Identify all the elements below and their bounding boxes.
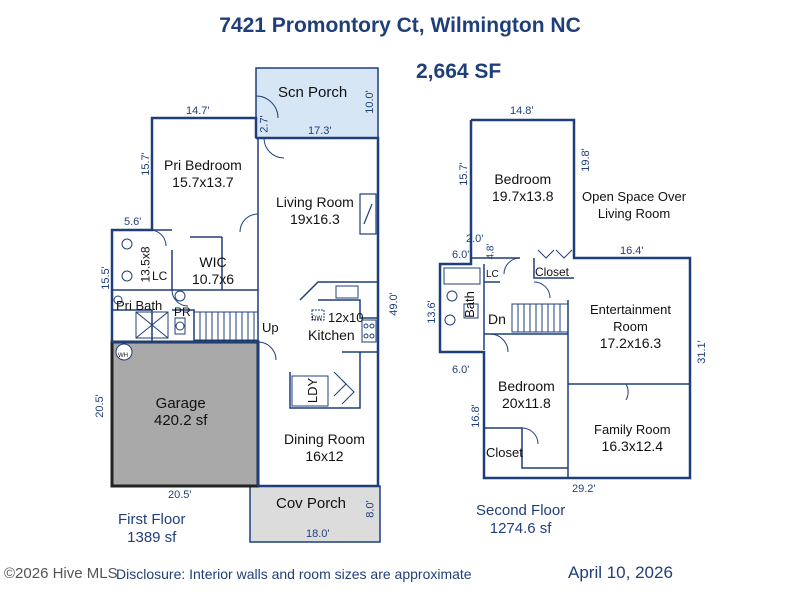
bedroom-1-label: Bedroom 19.7x13.8	[492, 171, 554, 205]
water-heater-circle	[115, 343, 133, 361]
closet-2-label: Closet	[486, 445, 523, 460]
living-room-name: Living Room	[276, 194, 354, 210]
dim-19-8: 19.8'	[579, 148, 592, 172]
primary-bedroom-name: Pri Bedroom	[164, 157, 242, 173]
dim-18-0: 18.0'	[306, 528, 330, 540]
garage-label: Garage 420.2 sf	[154, 395, 207, 429]
dim-13-6: 13.6'	[425, 300, 438, 324]
garage-name: Garage	[155, 395, 206, 412]
walk-in-closet-label: WIC 10.7x6	[192, 254, 234, 288]
stairs-down-label: Dn	[488, 311, 506, 327]
bedroom-2-size: 20x11.8	[502, 395, 551, 411]
walk-in-closet-size: 10.7x6	[192, 271, 235, 287]
dim-49-0: 49.0'	[387, 292, 400, 316]
dim-10-0: 10.0'	[363, 90, 376, 114]
bedroom-1-size: 19.7x13.8	[492, 188, 554, 204]
plan-date: April 10, 2026	[568, 563, 673, 582]
bath-2-label: Bath	[461, 291, 477, 318]
open-space-line-1: Open Space Over	[582, 189, 687, 204]
first-floor-doors	[149, 95, 285, 361]
second-floor-name: Second Floor	[476, 502, 566, 519]
laundry-label: LDY	[305, 377, 321, 404]
dining-room-label: Dining Room 16x12	[284, 431, 365, 465]
dim-15-5: 15.5'	[99, 266, 112, 290]
dim-6-0-lower: 6.0'	[452, 364, 470, 376]
dim-20-5-vertical: 20.5'	[93, 394, 106, 418]
pri-bath-fixtures	[113, 238, 186, 339]
entertainment-room-label: Entertainment Room 17.2x16.3	[590, 301, 671, 352]
dim-15-7-first: 15.7'	[139, 152, 152, 176]
dining-room-name: Dining Room	[284, 431, 365, 447]
first-floor-stairs	[193, 311, 259, 341]
dining-room-size: 16x12	[305, 448, 344, 464]
second-floor-caption: Second Floor 1274.6 sf	[476, 502, 565, 538]
covered-porch-fill	[249, 485, 381, 543]
water-heater-label: WH	[118, 353, 128, 359]
bedroom-2-name: Bedroom	[498, 378, 555, 394]
first-floor-caption: First Floor 1389 sf	[118, 511, 186, 547]
fireplace	[359, 193, 377, 235]
dim-5-6: 5.6'	[124, 216, 142, 228]
kitchen-fixtures	[311, 285, 377, 343]
laundry-fixtures	[291, 371, 355, 407]
second-floor-stairs	[511, 303, 569, 333]
powder-room-label: PR	[174, 305, 191, 319]
listing-address: 7421 Promontory Ct, Wilmington NC	[219, 14, 581, 37]
dim-2-7: 2.7'	[258, 115, 271, 133]
first-floor-area: 1389 sf	[127, 529, 177, 546]
primary-bedroom-label: Pri Bedroom 15.7x13.7	[164, 157, 242, 191]
linen-closet-label: LC	[152, 269, 168, 283]
living-room-size: 19x16.3	[290, 211, 340, 227]
first-floor-name: First Floor	[118, 511, 186, 528]
first-floor-walls	[110, 116, 380, 488]
dim-14-8: 14.8'	[510, 105, 534, 117]
dim-14-7: 14.7'	[186, 105, 210, 117]
entertainment-line-2: Room	[613, 319, 648, 334]
total-square-footage: 2,664 SF	[416, 60, 502, 83]
dim-6-0-upper: 6.0'	[452, 249, 470, 261]
dishwasher-label: DW	[312, 316, 322, 322]
screened-porch-fill	[255, 67, 379, 139]
dim-2-0: 2.0'	[466, 233, 484, 245]
second-floor-bath-fixtures	[443, 267, 481, 326]
walk-in-closet-name: WIC	[199, 254, 227, 270]
bedroom-2-label: Bedroom 20x11.8	[498, 378, 555, 412]
dim-4-8: 4.8'	[485, 243, 497, 260]
dim-31-1: 31.1'	[695, 340, 708, 364]
disclosure-text: Disclosure: Interior walls and room size…	[116, 566, 472, 582]
garage-size: 420.2 sf	[154, 412, 208, 429]
entertainment-line-1: Entertainment	[590, 302, 671, 317]
dim-16-4: 16.4'	[620, 245, 644, 257]
second-floor-area: 1274.6 sf	[489, 520, 552, 537]
copyright-watermark: ©2026 Hive MLS	[4, 565, 118, 582]
bedroom-1-name: Bedroom	[494, 171, 552, 187]
family-room-label: Family Room 16.3x12.4	[594, 421, 671, 455]
dim-16-8: 16.8'	[469, 404, 482, 428]
primary-bedroom-size: 15.7x13.7	[172, 174, 234, 190]
pri-bath-label: Pri Bath	[116, 298, 163, 313]
family-room-size: 16.3x12.4	[601, 438, 664, 454]
closet-1-label: Closet	[535, 265, 570, 279]
dim-29-2: 29.2'	[572, 483, 596, 495]
entertainment-size: 17.2x16.3	[599, 335, 662, 351]
dim-8-0: 8.0'	[364, 500, 377, 518]
dim-20-5-horizontal: 20.5'	[168, 489, 192, 501]
linen-closet-2-label: LC	[486, 269, 499, 280]
open-space-label: Open Space Over Living Room	[582, 188, 686, 222]
covered-porch-label: Cov Porch	[276, 495, 347, 512]
dim-15-7-second: 15.7'	[457, 162, 470, 186]
kitchen-size: 12x10	[328, 310, 364, 325]
dim-17-3: 17.3'	[308, 125, 332, 137]
living-room-label: Living Room 19x16.3	[276, 194, 354, 228]
second-floor-doors	[489, 249, 629, 445]
screened-porch-label: Scn Porch	[278, 84, 348, 101]
open-space-line-2: Living Room	[597, 206, 671, 221]
family-room-name: Family Room	[594, 422, 671, 437]
stairs-up-label: Up	[262, 320, 279, 335]
kitchen-label: Kitchen	[308, 327, 355, 343]
